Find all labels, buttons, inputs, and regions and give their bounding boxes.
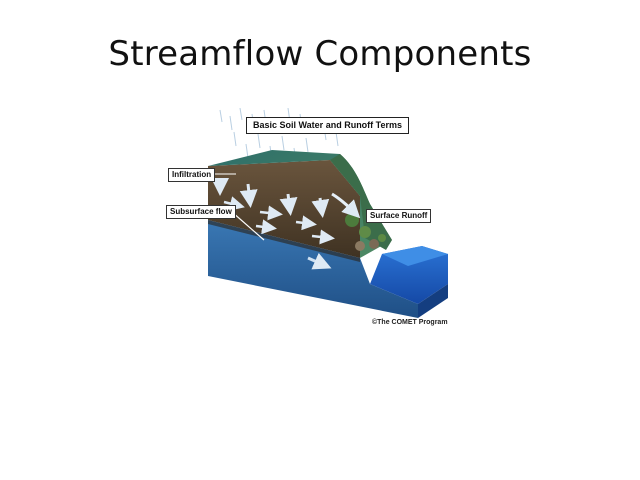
stream-channel [370, 246, 448, 304]
credit-text: ©The COMET Program [372, 319, 448, 326]
groundwater-arrow [307, 252, 332, 270]
surface-runoff-arrow [331, 192, 361, 219]
label-infiltration: Infiltration [168, 168, 216, 182]
slide-title: Streamflow Components [108, 34, 532, 74]
diagram-illustration [208, 108, 448, 318]
soil-water-diagram: Basic Soil Water and Runoff Terms Infilt… [160, 108, 456, 330]
label-surface-runoff: Surface Runoff [366, 209, 432, 223]
subsurface-flow-arrows [223, 196, 335, 245]
infiltration-arrows [211, 178, 330, 218]
label-subsurface-flow: Subsurface flow [166, 205, 236, 219]
diagram-heading: Basic Soil Water and Runoff Terms [246, 117, 410, 134]
